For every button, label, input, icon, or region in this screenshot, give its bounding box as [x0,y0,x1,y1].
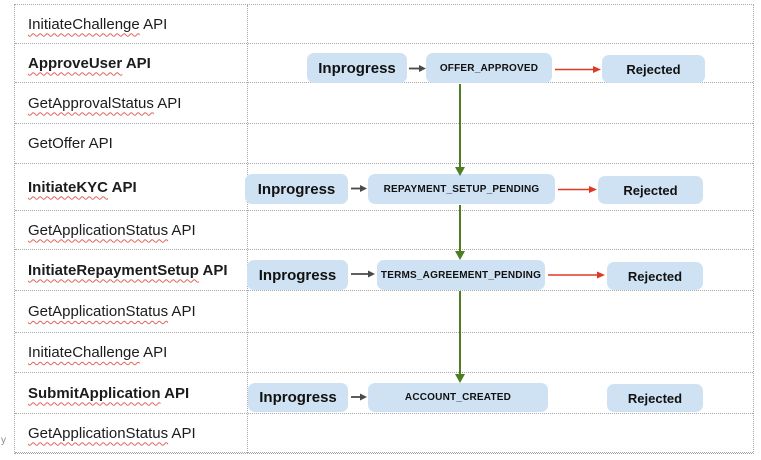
api-suffix: API [153,94,182,112]
api-name: GetApplicationStatus [28,424,169,442]
api-suffix: API [168,221,196,239]
rejected-box-1: Rejected [602,55,705,83]
api-suffix: API [168,424,196,442]
rejected-box-3: Rejected [607,262,703,290]
api-suffix: API [122,54,151,72]
api-name: InitiateKYC [28,178,109,196]
state-box-terms-agreement-pending: TERMS_AGREEMENT_PENDING [377,260,545,290]
api-name: GetApplicationStatus [28,221,169,239]
table-row: SubmitApplication API [15,373,753,414]
table-row: GetApplicationStatus API [15,211,753,250]
table-row: GetApplicationStatus API [15,291,753,333]
api-label: InitiateChallenge API [15,344,248,361]
api-suffix: API [85,135,113,152]
api-name: InitiateRepaymentSetup [28,261,199,279]
api-suffix: API [139,344,168,361]
api-name: SubmitApplication [28,384,161,402]
api-suffix: API [198,261,228,279]
api-name: InitiateChallenge [28,15,140,33]
api-label: GetApplicationStatus API [15,303,248,320]
table-row: InitiateChallenge API [15,5,753,44]
rejected-box-2: Rejected [598,176,703,204]
api-suffix: API [139,15,168,33]
rejected-box-4: Rejected [607,384,703,412]
api-label: SubmitApplication API [15,385,248,402]
table-row: InitiateRepaymentSetup API [15,250,753,291]
state-box-account-created: ACCOUNT_CREATED [368,383,548,412]
api-label: GetApplicationStatus API [15,222,248,239]
table-row: GetApprovalStatus API [15,83,753,124]
api-label: InitiateChallenge API [15,16,248,33]
cutoff-text-fragment: y [1,435,6,446]
api-suffix: API [108,178,137,196]
api-suffix: API [160,384,190,402]
api-label: GetOffer API [15,135,248,152]
inprogress-box-2: Inprogress [245,174,348,204]
api-label: ApproveUser API [15,55,248,72]
column-divider [247,5,248,453]
table-row: InitiateChallenge API [15,333,753,373]
api-name: ApproveUser [28,54,123,72]
api-name: InitiateChallenge [28,344,140,361]
inprogress-box-1: Inprogress [307,53,407,83]
api-label: InitiateRepaymentSetup API [15,262,248,279]
inprogress-box-3: Inprogress [247,260,348,290]
api-suffix: API [168,303,196,320]
api-label: GetApprovalStatus API [15,95,248,112]
api-name: GetOffer [28,135,86,152]
api-name: GetApprovalStatus [28,94,154,112]
api-label: GetApplicationStatus API [15,425,248,442]
state-box-offer-approved: OFFER_APPROVED [426,53,552,83]
state-box-repayment-setup-pending: REPAYMENT_SETUP_PENDING [368,174,555,204]
table-row: GetApplicationStatus API [15,414,753,453]
table-row: GetOffer API [15,124,753,164]
table-row: InitiateKYC API [15,164,753,211]
inprogress-box-4: Inprogress [248,383,348,412]
api-label: InitiateKYC API [15,179,248,196]
api-name: GetApplicationStatus [28,303,169,320]
